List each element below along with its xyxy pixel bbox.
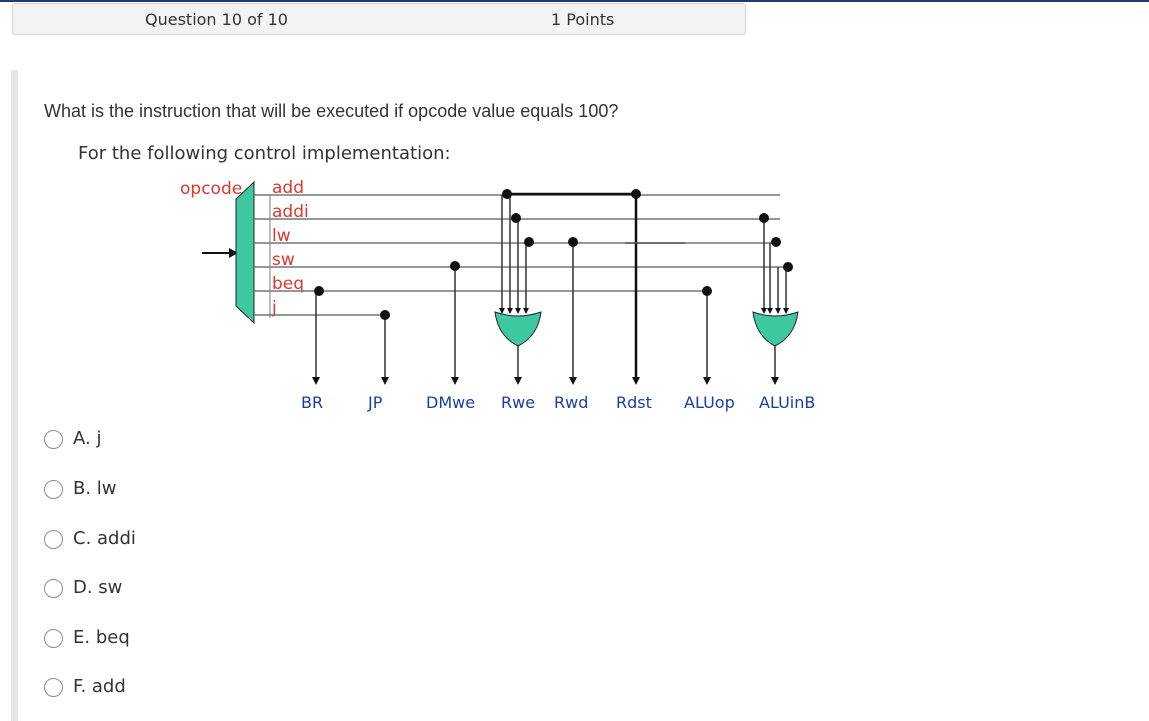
option-e[interactable]: E. beq [40,626,240,652]
opcode-label: opcode [180,179,242,199]
or-gate-right [752,311,799,347]
radio-button[interactable] [44,530,63,549]
signal-label-jp: JP [367,393,383,412]
signal-label-dmwe: DMwe [426,393,475,412]
option-label: C. addi [73,528,136,549]
decoder-output-lw: lw [272,226,291,246]
radio-button[interactable] [44,430,63,449]
decoder-output-add: add [272,178,304,198]
decoder-output-j: j [271,298,277,318]
control-diagram: For the following control implementation… [70,136,850,421]
input-arrow [202,248,238,258]
signal-label-rwe: Rwe [501,393,535,412]
decoder-output-beq: beq [272,274,304,294]
radio-button[interactable] [44,480,63,499]
option-a[interactable]: A. j [40,427,240,453]
question-number: Question 10 of 10 [145,10,288,29]
signal-label-aluop: ALUop [684,393,735,412]
decoder-output-lines [254,194,790,316]
option-label: B. lw [73,478,117,499]
radio-button[interactable] [44,678,63,697]
decoder-block [235,180,255,325]
option-label: A. j [73,428,102,449]
signal-label-aluinb: ALUinB [759,393,815,412]
option-d[interactable]: D. sw [40,576,240,602]
rdst-wire [507,192,638,379]
signal-label-rwd: Rwd [554,393,588,412]
or-gate-left [494,311,542,347]
signal-label-rdst: Rdst [616,393,652,412]
signal-label-br: BR [301,393,323,412]
option-label: D. sw [73,577,123,598]
signal-wires [315,195,787,379]
decoder-output-addi: addi [272,202,309,222]
junction-dots [314,189,793,320]
question-left-bar [11,70,18,721]
diagram-caption: For the following control implementation… [78,143,451,164]
option-f[interactable]: F. add [40,675,240,701]
option-label: E. beq [73,627,130,648]
top-border [0,0,1149,2]
radio-button[interactable] [44,629,63,648]
question-prompt: What is the instruction that will be exe… [44,101,619,121]
option-label: F. add [73,676,126,697]
option-c[interactable]: C. addi [40,527,240,553]
signal-arrowheads [312,377,779,385]
decoder-output-sw: sw [272,250,295,270]
question-points: 1 Points [551,10,615,29]
question-header: Question 10 of 10 1 Points [12,3,746,35]
option-b[interactable]: B. lw [40,477,240,503]
radio-button[interactable] [44,579,63,598]
